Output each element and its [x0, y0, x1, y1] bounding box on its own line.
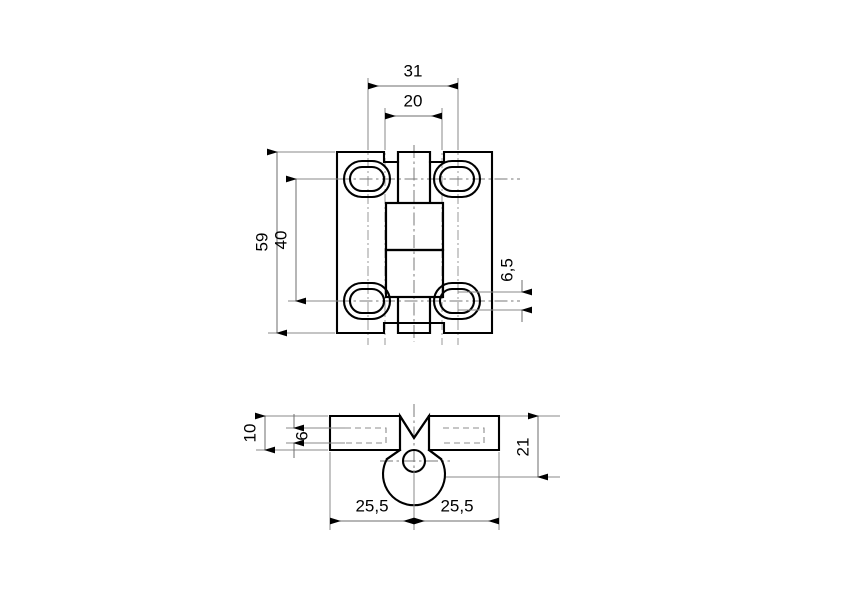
side-barrel-right-edge — [427, 448, 443, 461]
slot-top-right — [432, 159, 482, 199]
dimension-20: 20 — [384, 91, 443, 150]
dim-label-21: 21 — [513, 438, 532, 457]
dimension-40: 40 — [271, 175, 340, 305]
dim-label-40: 40 — [271, 231, 290, 250]
dimension-10: 10 — [240, 412, 328, 454]
dim-label-6: 6 — [292, 431, 311, 440]
slot-bottom-left — [342, 281, 392, 321]
front-view-group — [292, 122, 520, 345]
dimension-31: 31 — [367, 61, 459, 150]
slot-inner-bottom-right — [438, 287, 476, 315]
side-right-hidden-detail — [443, 427, 485, 444]
dim-label-31: 31 — [404, 61, 423, 80]
slot-inner-top-left — [348, 165, 386, 193]
side-left-hidden-detail — [345, 427, 387, 444]
slot-inner-bottom-left — [348, 287, 386, 315]
slot-outer-bottom-right — [432, 281, 482, 321]
dimension-6: 6 — [286, 414, 345, 458]
slot-inner-top-right — [438, 165, 476, 193]
dim-label-59: 59 — [252, 233, 271, 252]
dimension-25-5-right: 25,5 — [414, 452, 500, 530]
slot-top-left — [342, 159, 392, 199]
front-view-centerlines — [292, 122, 520, 345]
dimension-25-5-left: 25,5 — [329, 452, 415, 530]
knuckle-tab-bottom-overlay — [396, 295, 432, 335]
dim-label-25-5-left: 25,5 — [355, 496, 388, 515]
dimension-21: 21 — [446, 412, 560, 481]
dim-label-6-5: 6,5 — [497, 258, 516, 282]
dim-label-10: 10 — [240, 424, 259, 443]
slot-outer-top-left — [342, 159, 392, 199]
slot-outer-top-right — [432, 159, 482, 199]
dim-label-20: 20 — [404, 91, 423, 110]
dimension-6-5: 6,5 — [458, 258, 532, 322]
dimension-59: 59 — [252, 148, 335, 337]
slot-bottom-right — [432, 281, 482, 321]
dim-label-25-5-right: 25,5 — [440, 496, 473, 515]
slot-outer-bottom-left — [342, 281, 392, 321]
knuckle-tab-top-overlay — [396, 150, 432, 205]
side-v-notch — [398, 414, 431, 440]
side-barrel-left-edge — [385, 448, 402, 461]
side-barrel-body — [382, 412, 446, 507]
